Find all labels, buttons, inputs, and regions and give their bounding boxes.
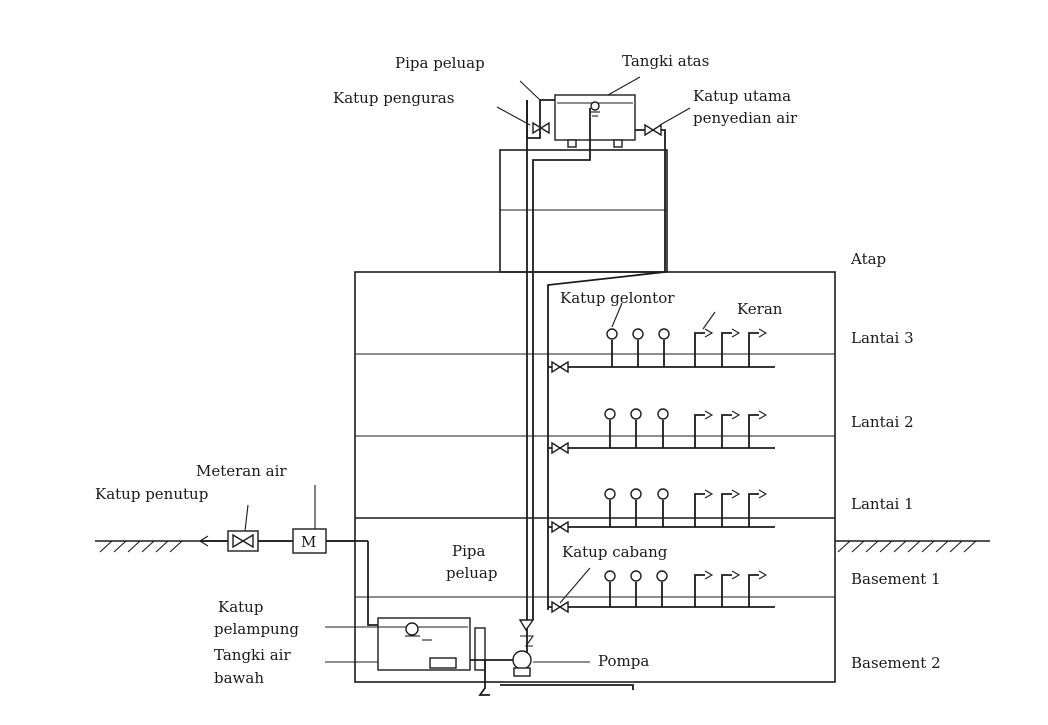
label-penyedian-air: penyedian air — [693, 109, 798, 127]
drain-valve-katup-penguras — [532, 121, 550, 135]
label-meteran-air: Meteran air — [196, 462, 287, 480]
lower-tank — [377, 617, 471, 671]
label-pelampung: pelampung — [214, 620, 299, 638]
label-tangki-atas: Tangki atas — [622, 52, 709, 70]
shutoff-valve-katup-penutup — [227, 530, 259, 552]
label-keran: Keran — [737, 300, 783, 318]
label-peluap-bottom: peluap — [446, 564, 497, 582]
label-katup-utama: Katup utama — [693, 87, 791, 105]
leader-lines — [244, 76, 716, 663]
label-katup-penutup: Katup penutup — [95, 485, 208, 503]
label-tangki-air: Tangki air — [214, 646, 291, 664]
label-lantai-2: Lantai 2 — [851, 413, 914, 431]
upper-tank — [554, 94, 636, 148]
label-basement-1: Basement 1 — [851, 570, 941, 588]
check-valve — [518, 619, 535, 647]
water-meter: M — [292, 528, 327, 554]
diagram-labels: Pipa peluap Tangki atas Katup penguras K… — [95, 52, 941, 687]
label-katup-penguras: Katup penguras — [333, 89, 454, 107]
fixtures-lantai-3 — [548, 328, 775, 374]
meter-symbol: M — [301, 533, 316, 551]
label-basement-2: Basement 2 — [851, 654, 941, 672]
label-pipa-bottom: Pipa — [452, 542, 485, 560]
label-lantai-1: Lantai 1 — [851, 495, 914, 513]
main-valve-katup-utama — [644, 123, 662, 137]
label-katup: Katup — [218, 598, 263, 616]
pump — [470, 650, 634, 690]
label-katup-cabang: Katup cabang — [562, 543, 668, 561]
label-pipa-peluap-top: Pipa peluap — [395, 54, 485, 72]
rooftop-structure — [499, 149, 668, 273]
ground-right — [835, 540, 990, 553]
building-outline — [354, 271, 836, 683]
label-katup-gelontor: Katup gelontor — [560, 289, 675, 307]
label-pompa: Pompa — [598, 652, 649, 670]
fixtures-lantai-1 — [548, 488, 775, 534]
lower-overflow-pipe — [474, 627, 490, 696]
label-atap: Atap — [850, 250, 886, 268]
fixtures-basement-1 — [548, 570, 775, 614]
label-lantai-3: Lantai 3 — [851, 329, 914, 347]
upper-overflow-pipe — [526, 99, 555, 660]
label-bawah: bawah — [214, 669, 264, 687]
fixtures-lantai-2 — [548, 408, 775, 455]
